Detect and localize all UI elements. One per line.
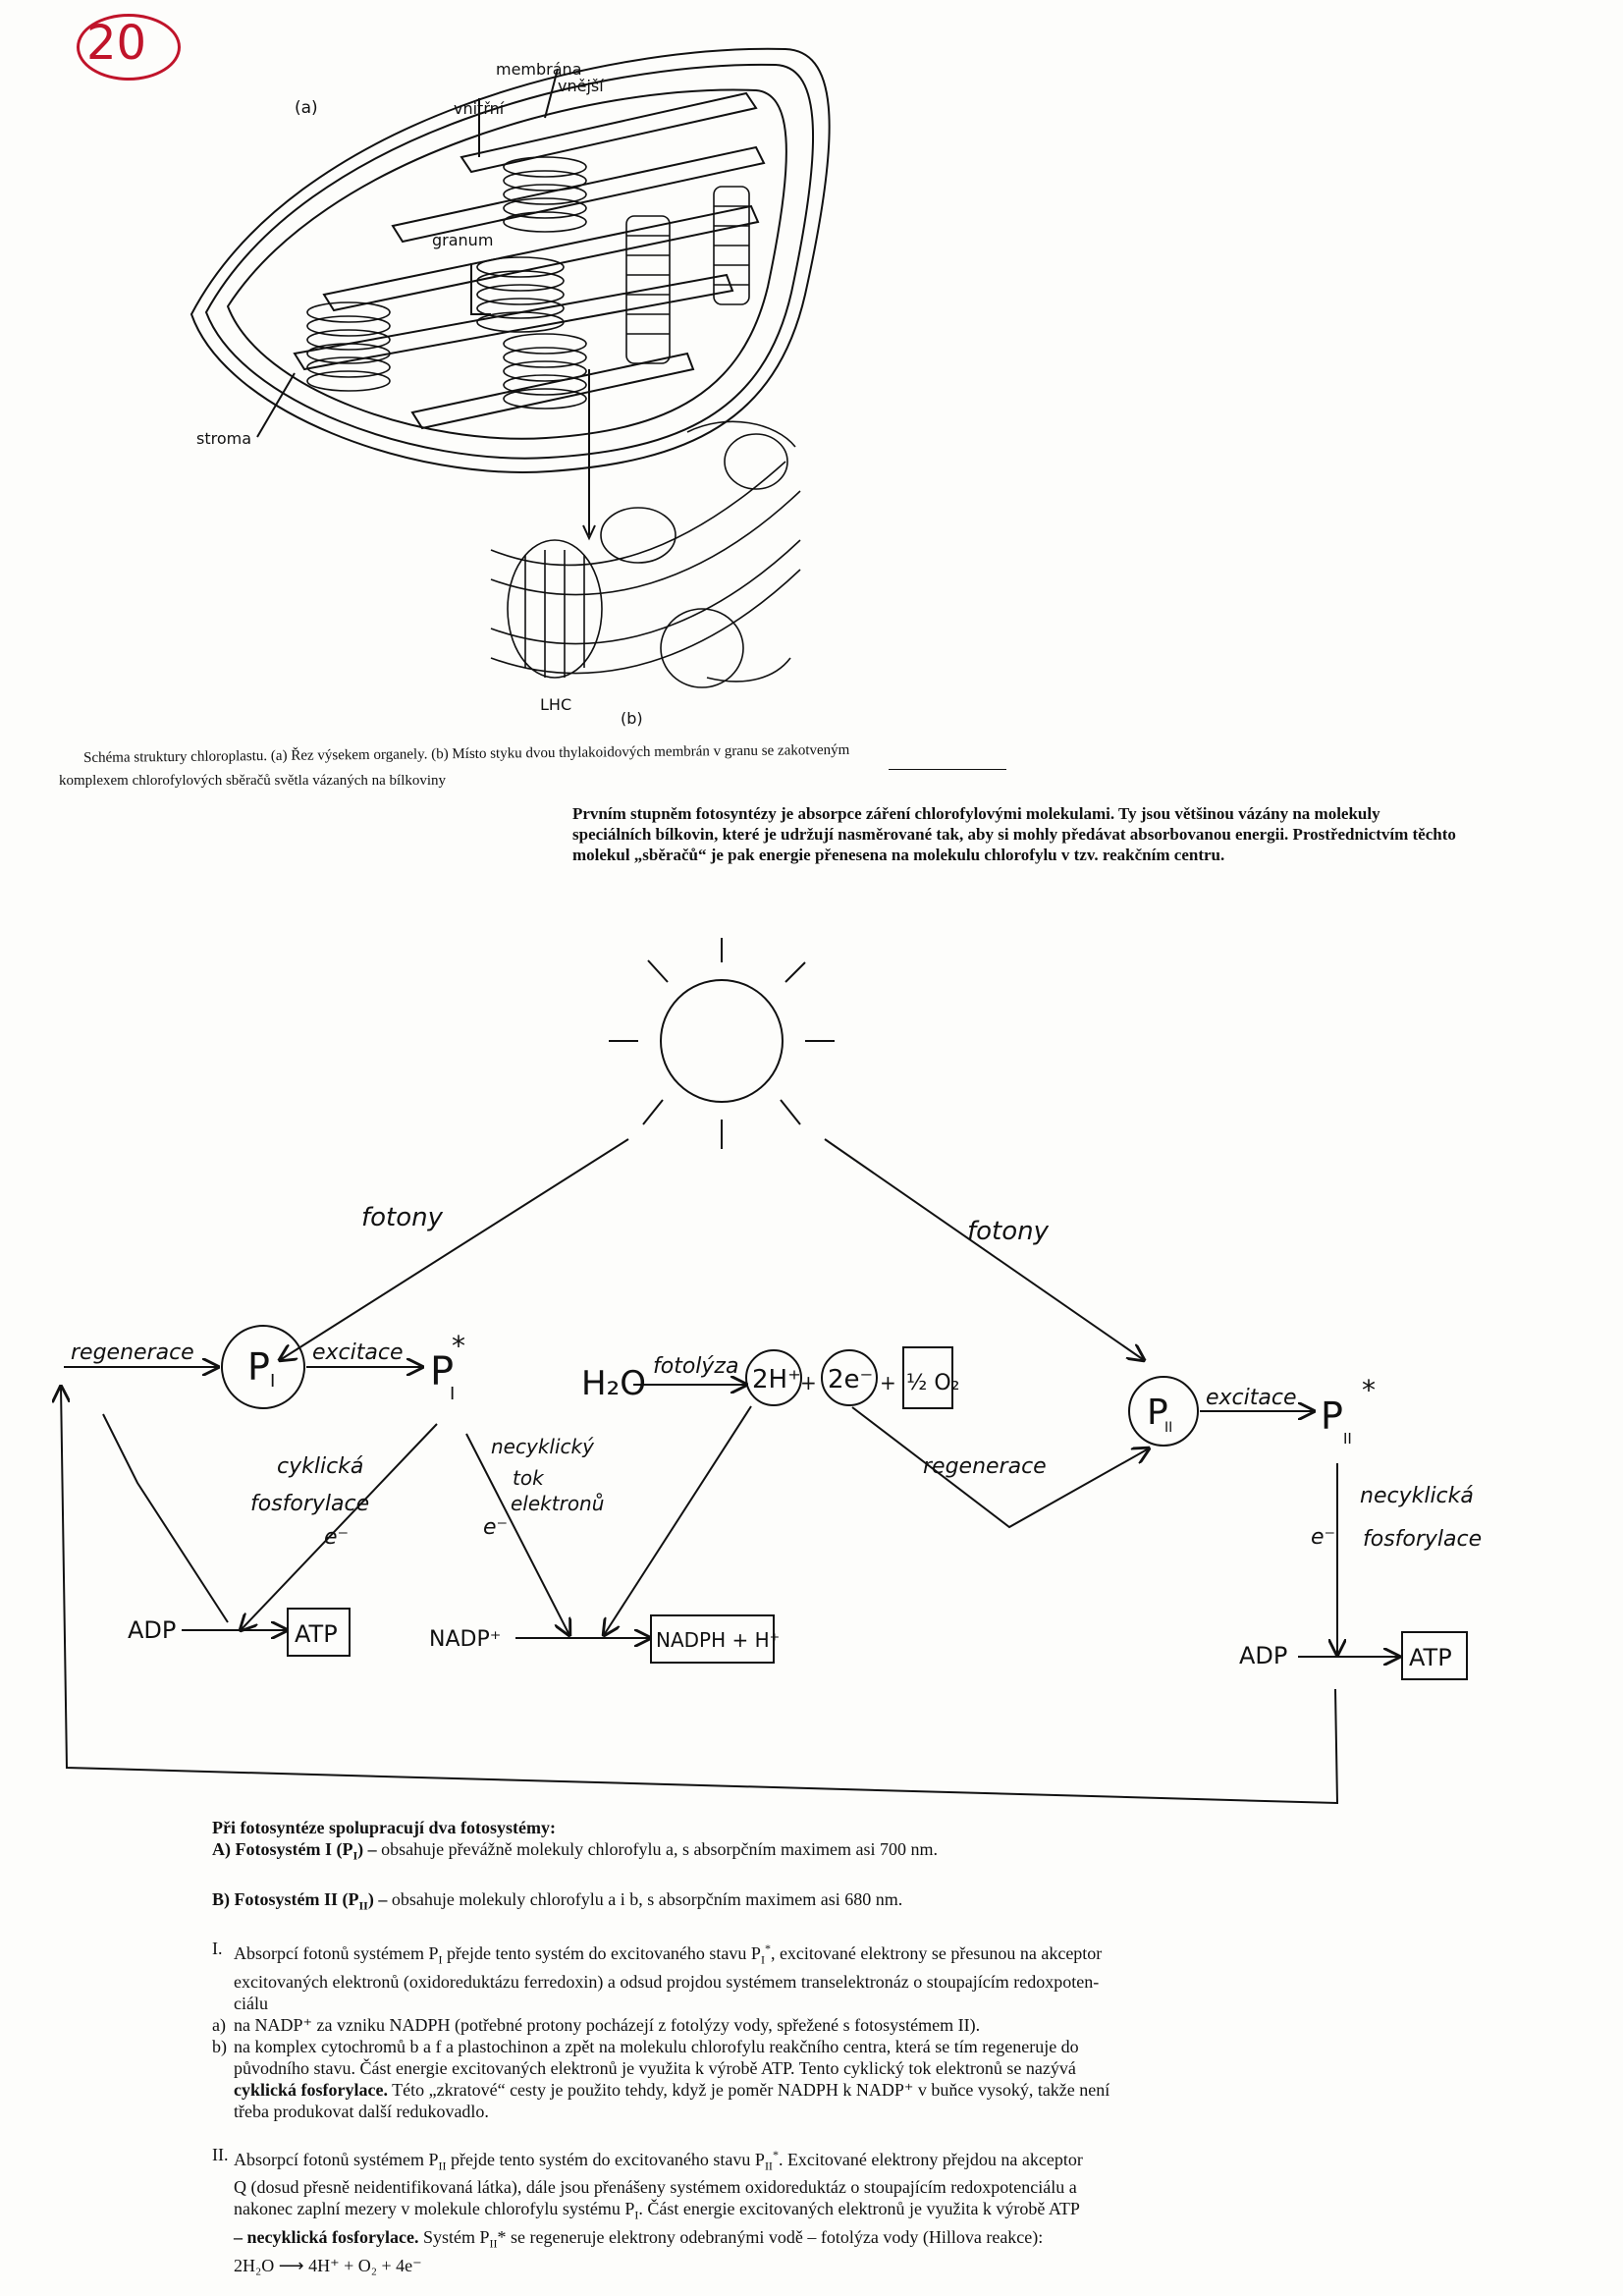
chloroplast-figure: (a) membrána vnější vnitřní granum strom…: [189, 47, 831, 728]
section-ib: b) na komplex cytochromů b a f a plastoc…: [212, 2036, 1587, 2122]
intro-line-2: speciálních bílkovin, které je udržují n…: [572, 825, 1456, 844]
section-ib-line-1: na komplex cytochromů b a f a plastochin…: [234, 2036, 1079, 2056]
p2-star-sub: II: [1343, 1430, 1352, 1448]
atp-box-left: [287, 1608, 351, 1657]
p1-sub: I: [270, 1371, 275, 1392]
noncyclic-phos-2: fosforylace: [1363, 1527, 1482, 1552]
plus-2: +: [880, 1371, 896, 1394]
granum-stacks: [306, 156, 750, 410]
p1-circle: [221, 1325, 305, 1409]
electrons-circle: [821, 1349, 878, 1406]
label-lhc: LHC: [540, 695, 571, 714]
noncyclic-phos-1: necyklická: [1360, 1484, 1474, 1508]
regenerace-right-label: regenerace: [923, 1454, 1047, 1479]
label-vnitrni: vnitřní: [454, 99, 505, 118]
atp-box-right: [1401, 1631, 1468, 1680]
label-granum: granum: [432, 231, 493, 249]
section-ib-line-4: třeba produkovat další redukovadlo.: [234, 2101, 489, 2121]
hill-equation: 2H₂O ⟶ 4H⁺ + O₂ + 4e⁻: [234, 2255, 422, 2275]
section-ia: a) na NADP⁺ za vzniku NADPH (potřebné pr…: [212, 2014, 1587, 2036]
section-ii-line-2: Q (dosud přesně neidentifikovaná látka),…: [234, 2177, 1077, 2198]
excitace-left-label: excitace: [312, 1340, 404, 1365]
p2-label: P: [1147, 1393, 1168, 1433]
sun-icon: [609, 938, 835, 1149]
label-a: (a): [295, 98, 318, 118]
outer-membrane-inner-line: [204, 63, 815, 460]
e-minus-middle: e⁻: [483, 1515, 508, 1540]
section-ii-line-3: nakonec zaplní mezery v molekule chlorof…: [234, 2199, 1080, 2222]
divider: [889, 769, 1006, 770]
p1-star-asterisk: *: [452, 1330, 465, 1362]
section-i-line-1: Absorpcí fotonů systémem PI přejde tento…: [234, 1941, 1103, 1967]
label-membrana: membrána: [496, 60, 582, 79]
h-ions-label: 2H⁺: [752, 1365, 801, 1394]
fotony-right-label: fotony: [967, 1217, 1050, 1246]
photosynthesis-diagram: fotony fotony regenerace P I excitace P …: [0, 938, 1482, 1805]
section-i-number: I.: [212, 1939, 223, 1959]
cyclic-label-2: fosforylace: [250, 1492, 369, 1516]
nadph-box: [650, 1614, 775, 1664]
noncyclic-flow-3: elektronů: [511, 1492, 604, 1515]
p2-star-label: P: [1321, 1394, 1343, 1438]
regeneration-loop: [61, 1387, 1339, 1805]
noncyclic-flow-2: tok: [513, 1466, 545, 1490]
electrons-label: 2e⁻: [828, 1365, 873, 1394]
section-i: I. Absorpcí fotonů systémem PI přejde te…: [212, 1938, 1587, 2014]
adp-right-label: ADP: [1239, 1642, 1287, 1669]
p1-star-label: P: [430, 1349, 454, 1394]
h2o-label: H₂O: [581, 1364, 646, 1403]
section-ii-number: II.: [212, 2144, 229, 2164]
label-vnejsi: vnější: [558, 77, 604, 95]
photon-arrow-left: [280, 1138, 629, 1360]
oxygen-box: [902, 1346, 953, 1409]
outer-membrane: [189, 47, 831, 473]
page-number-badge: [77, 14, 181, 81]
section-i-line-3: ciálu: [234, 1993, 268, 2013]
inner-membrane: [226, 88, 787, 440]
section-ib-line-3: cyklická fosforylace. Této „zkratové“ ce…: [234, 2079, 1110, 2100]
fotosystem-a: A) Fotosystém I (PI) – obsahuje převážně…: [212, 1839, 938, 1863]
atp-left-label: ATP: [295, 1620, 338, 1648]
excitace-right-label: excitace: [1206, 1386, 1297, 1410]
section-ia-line-1: na NADP⁺ za vzniku NADPH (potřebné proto…: [234, 2014, 981, 2035]
atp-right-label: ATP: [1409, 1644, 1452, 1671]
section-ii: II. Absorpcí fotonů systémem PII přejde …: [212, 2144, 1587, 2276]
nadph-label: NADPH + H⁺: [656, 1628, 780, 1652]
figure-caption-line-2: komplexem chlorofylových sběračů světla …: [59, 773, 447, 789]
intro-line-3: molekul „sběračů“ je pak energie přenese…: [572, 846, 1225, 864]
fotony-left-label: fotony: [361, 1203, 444, 1232]
photon-arrow-right: [824, 1138, 1144, 1360]
label-stroma: stroma: [196, 429, 251, 448]
e-minus-right: e⁻: [1311, 1525, 1335, 1550]
body-text: Při fotosyntéze spolupracují dva fotosys…: [212, 1817, 1587, 2276]
fotosystemy-heading: Při fotosyntéze spolupracují dva fotosys…: [212, 1818, 556, 1837]
p2-star-asterisk: *: [1362, 1374, 1376, 1406]
membrane-detail: [490, 420, 801, 688]
p2-circle: [1128, 1376, 1199, 1447]
p2-sub: II: [1164, 1420, 1172, 1436]
fotosystem-b: B) Fotosystém II (PII) – obsahuje moleku…: [212, 1888, 903, 1913]
adp-left-label: ADP: [128, 1616, 176, 1644]
regenerace-left-label: regenerace: [71, 1340, 194, 1365]
cyclic-label-1: cyklická: [277, 1454, 363, 1479]
section-ii-line-4: – necyklická fosforylace. Systém PII* se…: [234, 2226, 1044, 2251]
h-ions-circle: [745, 1349, 802, 1406]
intro-line-1: Prvním stupněm fotosyntézy je absorpce z…: [572, 804, 1380, 823]
page-number: 20: [86, 16, 147, 71]
noncyclic-flow-1: necyklický: [491, 1435, 595, 1458]
fotolyza-label: fotolýza: [653, 1354, 738, 1379]
oxygen-label: ½ O₂: [906, 1371, 959, 1395]
p1-star-sub: I: [450, 1384, 455, 1404]
e-minus-left: e⁻: [324, 1525, 349, 1550]
section-ib-line-2: původního stavu. Část energie excitovaný…: [234, 2057, 1076, 2078]
label-b: (b): [621, 709, 643, 728]
nadp-label: NADP⁺: [429, 1627, 501, 1652]
intro-paragraph: Prvním stupněm fotosyntézy je absorpce z…: [572, 803, 1574, 865]
plus-1: +: [800, 1371, 817, 1394]
section-i-line-2: excitovaných elektronů (oxidoreduktázu f…: [234, 1971, 1100, 1992]
p1-label: P: [247, 1345, 270, 1389]
section-ii-line-1: Absorpcí fotonů systémem PII přejde tent…: [234, 2147, 1083, 2173]
